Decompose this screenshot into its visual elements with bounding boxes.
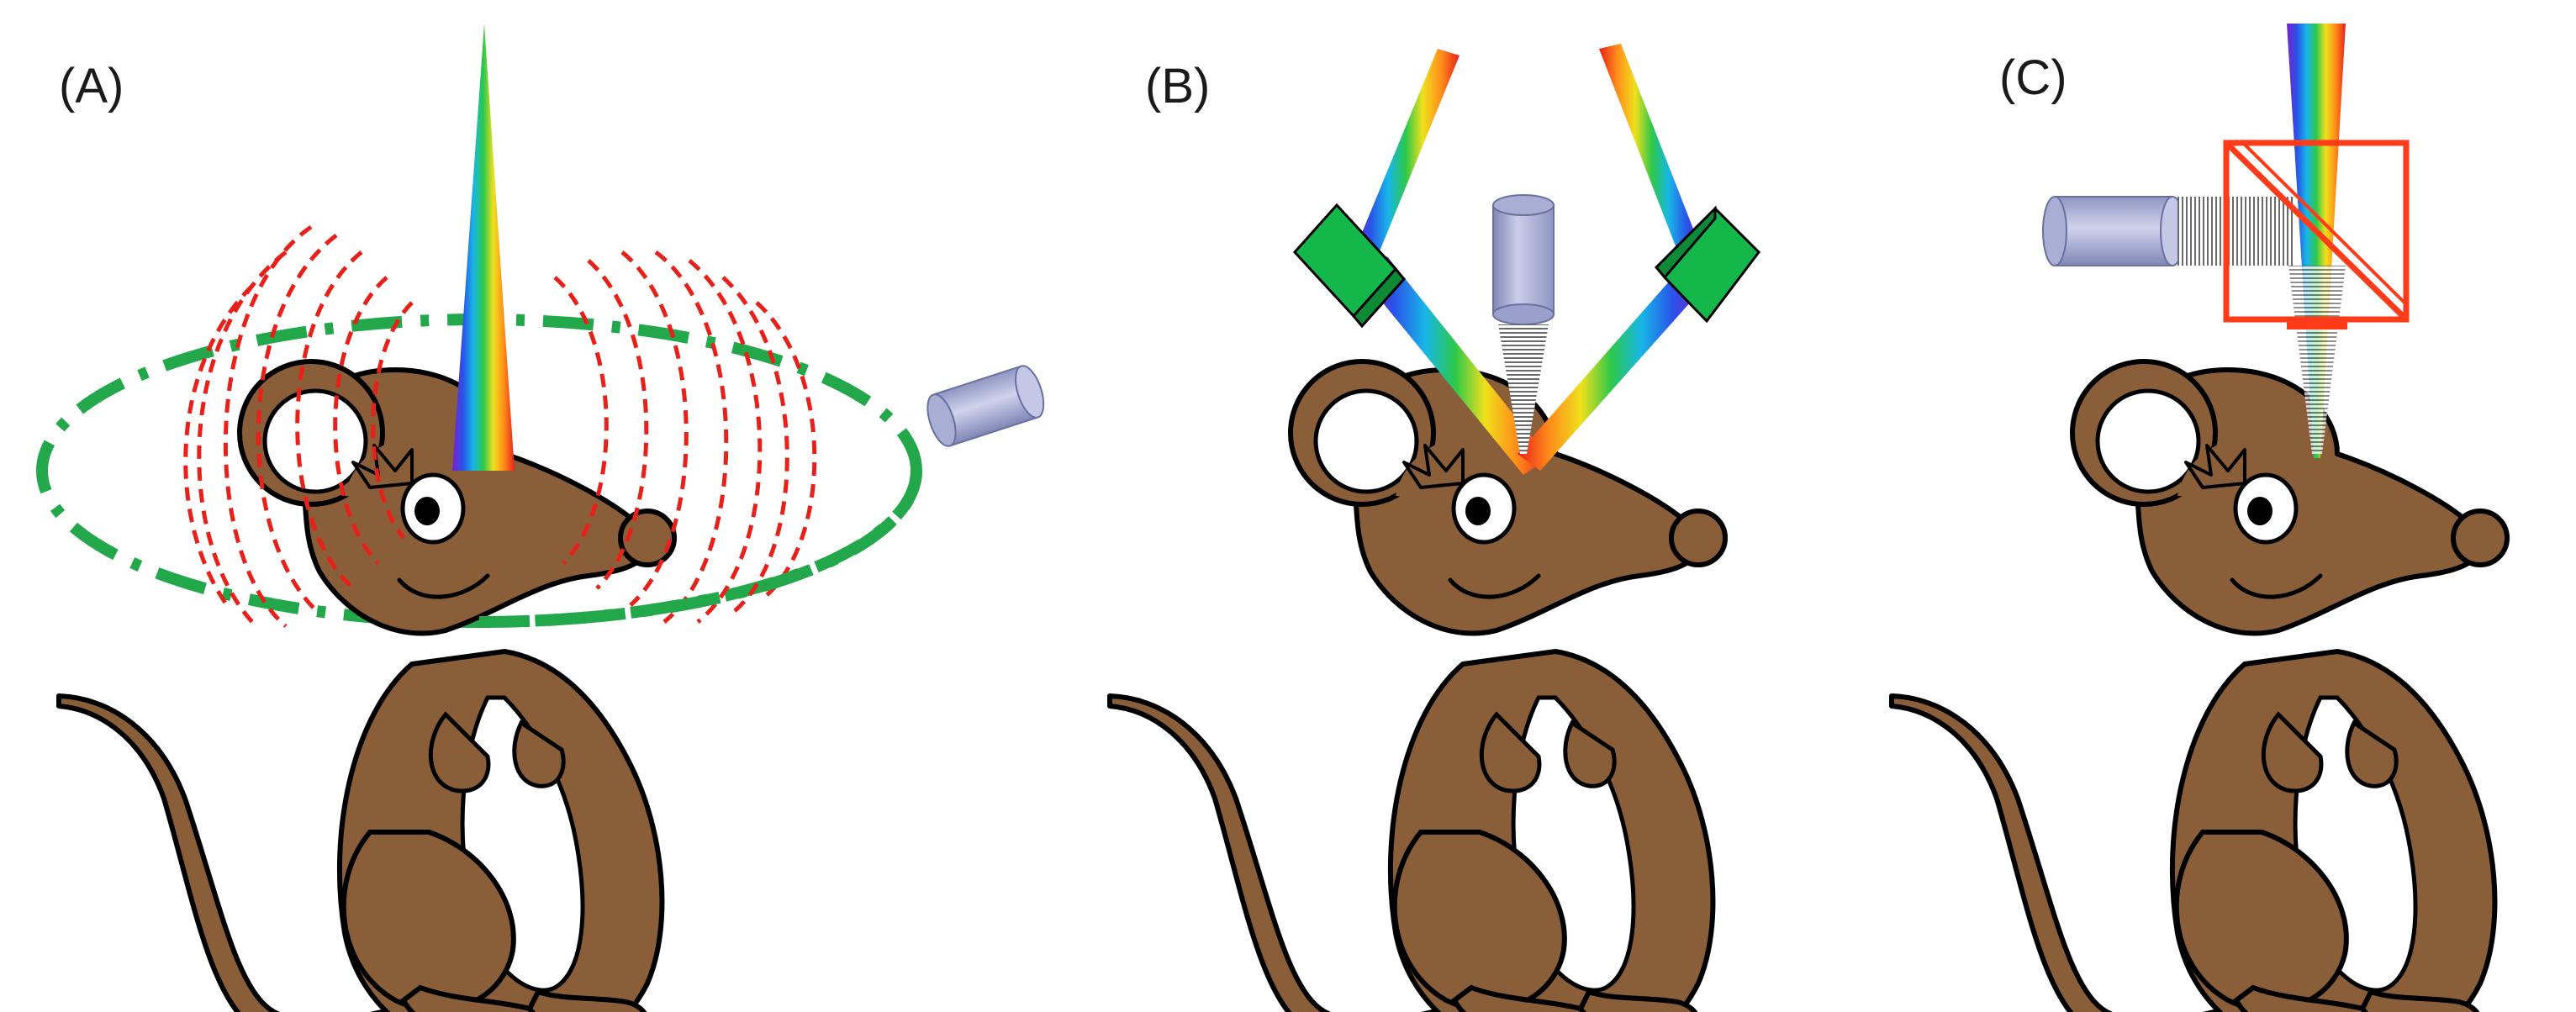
- panel-a: (A): [36, 24, 1045, 1012]
- cylinder-detector-icon: [2042, 196, 2185, 266]
- laser-beam-cone: [2287, 24, 2346, 458]
- beam-reflect-right: [1518, 267, 1705, 471]
- mirror-icon: [1292, 203, 1406, 329]
- panel-b-label: (B): [1145, 59, 1210, 113]
- cylinder-detector-icon: [1492, 194, 1555, 325]
- laser-beam-cone: [452, 24, 515, 471]
- panel-a-label: (A): [59, 59, 124, 113]
- detection-cone: [1498, 324, 1549, 454]
- detection-path-horizontal: [2177, 197, 2295, 266]
- beam-in-right: [1599, 44, 1705, 266]
- beam-reflect-left: [1362, 256, 1549, 475]
- cartoon-mouse-icon: [59, 361, 674, 1012]
- panel-c: (C): [1892, 24, 2507, 1012]
- cartoon-mouse-icon: [1110, 361, 1725, 1012]
- panel-c-label: (C): [1999, 50, 2067, 105]
- ultrasound-waves-left: [183, 224, 414, 628]
- mirror-icon: [1654, 205, 1760, 324]
- cartoon-mouse-icon: [1892, 361, 2507, 1012]
- cylinder-detector-icon: [926, 365, 1045, 447]
- detection-path-vertical: [2288, 266, 2346, 454]
- beamsplitter-cube-icon: [2223, 140, 2410, 329]
- beam-in-left: [1352, 49, 1460, 266]
- panel-b: (B): [1110, 44, 1760, 1012]
- ultrasound-waves-right: [553, 250, 817, 624]
